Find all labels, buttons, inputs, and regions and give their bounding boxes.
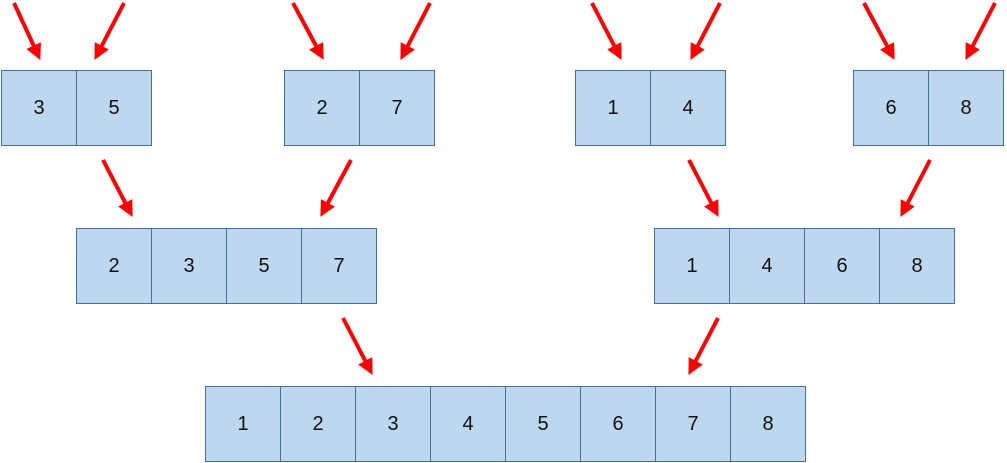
- array-cell: 1: [575, 70, 651, 146]
- arrow-merge-1-4: [687, 159, 719, 217]
- array-1-4: 1 4: [575, 70, 726, 146]
- array-cell: 8: [879, 228, 955, 304]
- array-cell: 5: [505, 386, 581, 462]
- arrow-merge-2-7: [320, 159, 353, 217]
- arrow-merge-3-5: [101, 159, 133, 217]
- array-cell: 6: [580, 386, 656, 462]
- arrow-to-array-1-4-left: [590, 2, 622, 60]
- array-cell: 7: [655, 386, 731, 462]
- array-cell: 5: [76, 70, 152, 146]
- array-2-3-5-7: 2 3 5 7: [76, 228, 377, 304]
- array-cell: 4: [430, 386, 506, 462]
- array-cell: 3: [151, 228, 227, 304]
- array-cell: 4: [650, 70, 726, 146]
- array-cell: 5: [226, 228, 302, 304]
- array-3-5: 3 5: [1, 70, 152, 146]
- arrow-to-array-1-4-right: [690, 2, 722, 60]
- arrow-to-array-6-8-right: [965, 2, 997, 60]
- array-1-8-merged: 1 2 3 4 5 6 7 8: [205, 386, 806, 462]
- array-cell: 8: [730, 386, 806, 462]
- arrow-to-array-6-8-left: [862, 2, 895, 60]
- array-1-4-6-8: 1 4 6 8: [654, 228, 955, 304]
- arrow-to-array-2-7-right: [400, 2, 432, 60]
- arrow-to-array-2-7-left: [291, 2, 324, 60]
- array-6-8: 6 8: [853, 70, 1004, 146]
- array-cell: 3: [1, 70, 77, 146]
- array-2-7: 2 7: [284, 70, 435, 146]
- arrow-merge-2-3-5-7: [341, 317, 373, 375]
- arrow-to-array-3-5-left: [12, 2, 41, 61]
- array-cell: 2: [284, 70, 360, 146]
- array-cell: 3: [355, 386, 431, 462]
- arrow-merge-6-8: [900, 159, 932, 217]
- arrow-merge-1-4-6-8: [688, 317, 720, 375]
- array-cell: 7: [301, 228, 377, 304]
- array-cell: 2: [280, 386, 356, 462]
- arrow-to-array-3-5-right: [94, 2, 126, 60]
- array-cell: 6: [804, 228, 880, 304]
- array-cell: 7: [359, 70, 435, 146]
- array-cell: 1: [654, 228, 730, 304]
- array-cell: 6: [853, 70, 929, 146]
- array-cell: 2: [76, 228, 152, 304]
- array-cell: 1: [205, 386, 281, 462]
- array-cell: 8: [928, 70, 1004, 146]
- array-cell: 4: [729, 228, 805, 304]
